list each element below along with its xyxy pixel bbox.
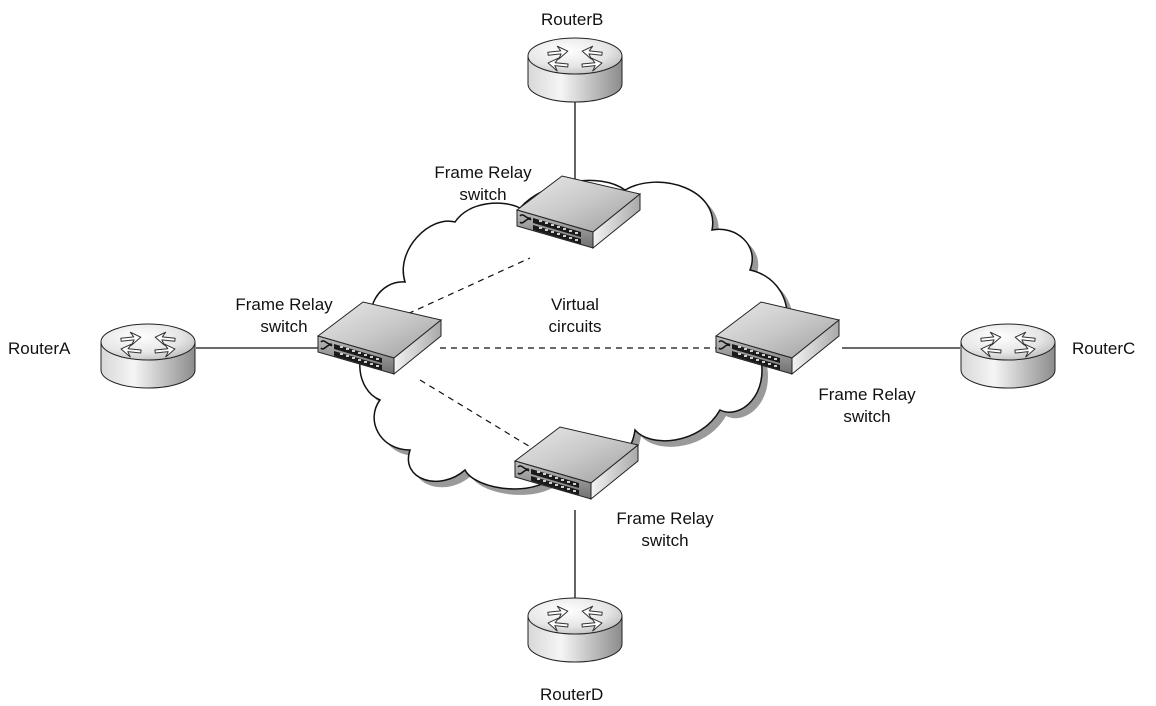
router-b-label: RouterB — [541, 10, 604, 29]
router-a-icon — [100, 323, 196, 389]
virtual-circuit-top — [367, 257, 531, 333]
switch-top-label: Frame Relay switch — [430, 162, 536, 206]
virtual-circuits-label: Virtual circuits — [530, 294, 620, 338]
switch-right-label: Frame Relay switch — [814, 384, 920, 428]
switch-right-label-line1: Frame Relay — [818, 385, 916, 404]
virtual-circuits-label-line2: circuits — [548, 317, 602, 336]
switch-left-label: Frame Relay switch — [231, 294, 337, 338]
router-d-icon — [527, 597, 623, 663]
router-b-icon — [527, 37, 623, 103]
switch-bottom-label: Frame Relay switch — [612, 508, 718, 552]
router-c-icon — [960, 323, 1056, 389]
switch-bottom-label-line1: Frame Relay — [616, 509, 714, 528]
router-d-label: RouterD — [540, 685, 604, 704]
switch-bottom-label-line2: switch — [641, 531, 689, 550]
switch-top-label-line2: switch — [459, 185, 507, 204]
router-c-label: RouterC — [1072, 339, 1136, 358]
switch-right-label-line2: switch — [843, 407, 891, 426]
virtual-circuits-label-line1: Virtual — [551, 295, 599, 314]
switch-left-label-line1: Frame Relay — [235, 295, 333, 314]
router-a-label: RouterA — [8, 339, 71, 358]
switch-top-label-line1: Frame Relay — [434, 163, 532, 182]
switch-left-label-line2: switch — [260, 317, 308, 336]
network-cloud — [359, 179, 794, 495]
